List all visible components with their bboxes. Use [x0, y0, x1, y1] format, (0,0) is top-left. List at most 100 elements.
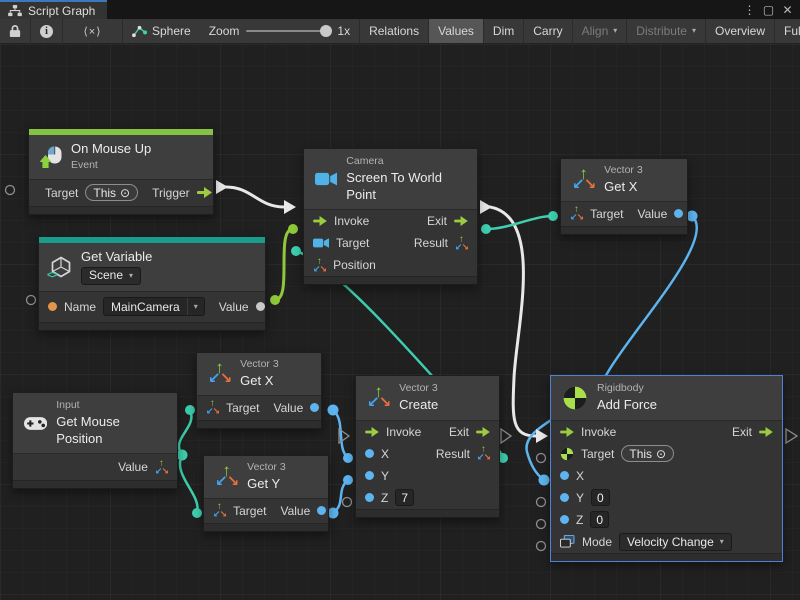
zoom-slider[interactable]: [246, 25, 333, 37]
value-port-dot[interactable]: [255, 302, 265, 312]
fullscreen-button[interactable]: Full Screen: [784, 24, 800, 38]
gamepad-icon: [24, 416, 47, 431]
port-trigger-out[interactable]: [216, 180, 228, 194]
z-port-dot[interactable]: [560, 515, 569, 525]
node-get-variable[interactable]: <> Get Variable Scene▾ Name MainCamera▾ …: [38, 236, 266, 331]
this-target-pill[interactable]: This⊙: [85, 184, 139, 202]
y-port-dot[interactable]: [560, 493, 569, 503]
y-port-dot[interactable]: [365, 471, 374, 481]
node-get-mouse-position[interactable]: Input Get Mouse Position Value ↑↙↘: [12, 392, 178, 490]
vector3-icon: ↑↙↘: [313, 255, 327, 274]
vector3-icon: ↑↙↘: [154, 457, 169, 476]
port-empty[interactable]: [4, 184, 16, 196]
z-value-field[interactable]: 7: [395, 489, 415, 507]
lock-button[interactable]: [0, 19, 31, 43]
port-y-in[interactable]: [343, 475, 353, 485]
port-value-out[interactable]: [327, 404, 339, 416]
z-port-dot[interactable]: [365, 493, 374, 503]
port-invoke-empty[interactable]: [338, 427, 351, 445]
port-mode-empty[interactable]: [535, 540, 547, 552]
port-invoke-in[interactable]: [536, 429, 548, 443]
node-type: Vector 3: [604, 164, 643, 176]
node-title: Get X: [604, 178, 638, 194]
this-target-pill[interactable]: This⊙: [621, 445, 675, 463]
distribute-button[interactable]: Distribute▾: [627, 19, 706, 43]
relations-button[interactable]: Relations: [359, 19, 430, 43]
port-row: Y: [356, 465, 499, 487]
port-exit-empty[interactable]: [500, 427, 513, 445]
node-header: <> Get Variable Scene▾: [39, 243, 265, 291]
node-on-mouse-up[interactable]: On Mouse Up Event Target This⊙ Trigger: [28, 128, 214, 215]
port-exit-empty[interactable]: [785, 427, 799, 445]
node-get-y[interactable]: ↑↙↘ Vector 3 Get Y ↑↙↘ Target Value: [203, 455, 329, 532]
port-row: ↑↙↘ Target Value: [204, 499, 328, 523]
node-title: Create: [399, 396, 439, 412]
node-add-force[interactable]: Rigidbody Add Force Invoke Exit Target T…: [550, 375, 783, 562]
overview-button[interactable]: Overview: [706, 19, 776, 43]
kebab-menu-icon[interactable]: ⋮: [743, 2, 756, 17]
scope-dropdown[interactable]: Scene▾: [81, 266, 142, 285]
value-port-dot[interactable]: [674, 209, 684, 219]
port-x-in[interactable]: [538, 474, 550, 486]
name-port-dot[interactable]: [48, 302, 57, 312]
mode-dropdown[interactable]: Velocity Change▾: [619, 532, 732, 551]
variable-name-dropdown[interactable]: MainCamera▾: [103, 297, 205, 317]
port-target-in[interactable]: [548, 211, 558, 221]
port-value-out[interactable]: [327, 507, 339, 519]
node-title: Add Force: [597, 396, 657, 412]
value-port-dot[interactable]: [310, 403, 320, 413]
port-z-empty[interactable]: [535, 518, 547, 530]
x-port-dot[interactable]: [560, 471, 569, 481]
port-exit-out[interactable]: [480, 200, 492, 214]
graph-breadcrumb[interactable]: Sphere: [123, 19, 200, 43]
z-value-field[interactable]: 0: [590, 511, 610, 529]
port-value-out[interactable]: [176, 449, 188, 461]
graph-icon: [132, 25, 147, 38]
x-port-dot[interactable]: [365, 449, 374, 459]
node-screen-to-world-point[interactable]: Camera Screen To World Point Invoke Exit…: [303, 148, 478, 286]
port-target-in[interactable]: [288, 224, 298, 234]
port-x-in[interactable]: [343, 453, 353, 463]
dim-button[interactable]: Dim: [484, 19, 525, 43]
node-get-x-mid[interactable]: ↑↙↘ Vector 3 Get X ↑↙↘ Target Value: [196, 352, 322, 429]
code-view-button[interactable]: ⟨×⟩: [63, 19, 123, 43]
node-footer: [304, 276, 477, 285]
port-value-out[interactable]: [270, 295, 280, 305]
port-target-empty[interactable]: [535, 452, 547, 464]
graph-canvas[interactable]: On Mouse Up Event Target This⊙ Trigger <…: [0, 44, 800, 600]
value-label: Value: [218, 299, 249, 314]
carry-button[interactable]: Carry: [524, 19, 573, 43]
variable-color-bar: [39, 237, 265, 243]
zoom-slider-handle[interactable]: [320, 25, 333, 37]
port-position-in[interactable]: [291, 246, 301, 256]
port-z-empty[interactable]: [341, 496, 353, 508]
port-target-in[interactable]: [185, 405, 195, 415]
port-value-out[interactable]: [686, 210, 698, 222]
align-button[interactable]: Align▾: [573, 19, 628, 43]
port-target-in[interactable]: [192, 508, 202, 518]
node-title: Get Variable: [81, 249, 153, 264]
values-button[interactable]: Values: [429, 19, 484, 43]
zoom-label: Zoom: [208, 24, 240, 38]
camera-icon: [315, 170, 337, 188]
vector3-icon: ↑↙↘: [454, 233, 469, 252]
port-y-empty[interactable]: [535, 496, 547, 508]
node-header: Input Get Mouse Position: [13, 393, 177, 454]
chevron-down-icon: ▾: [719, 536, 724, 546]
name-label: Name: [64, 299, 97, 314]
node-footer: [39, 321, 265, 330]
tab-script-graph[interactable]: Script Graph: [0, 0, 108, 19]
port-empty[interactable]: [25, 294, 37, 306]
info-button[interactable]: i: [31, 19, 63, 43]
event-color-bar: [29, 129, 213, 135]
node-get-x-top[interactable]: ↑↙↘ Vector 3 Get X ↑↙↘ Target Value: [560, 158, 688, 235]
maximize-icon[interactable]: ▢: [762, 2, 775, 17]
port-row: Z 7: [356, 487, 499, 509]
node-vector3-create[interactable]: ↑↙↘ Vector 3 Create Invoke Exit X Result…: [355, 375, 500, 518]
y-value-field[interactable]: 0: [591, 489, 610, 507]
close-icon[interactable]: ✕: [782, 2, 793, 17]
port-invoke-in[interactable]: [284, 200, 296, 214]
node-type: Vector 3: [399, 382, 438, 394]
value-port-dot[interactable]: [317, 506, 327, 516]
port-result-out[interactable]: [481, 224, 491, 234]
